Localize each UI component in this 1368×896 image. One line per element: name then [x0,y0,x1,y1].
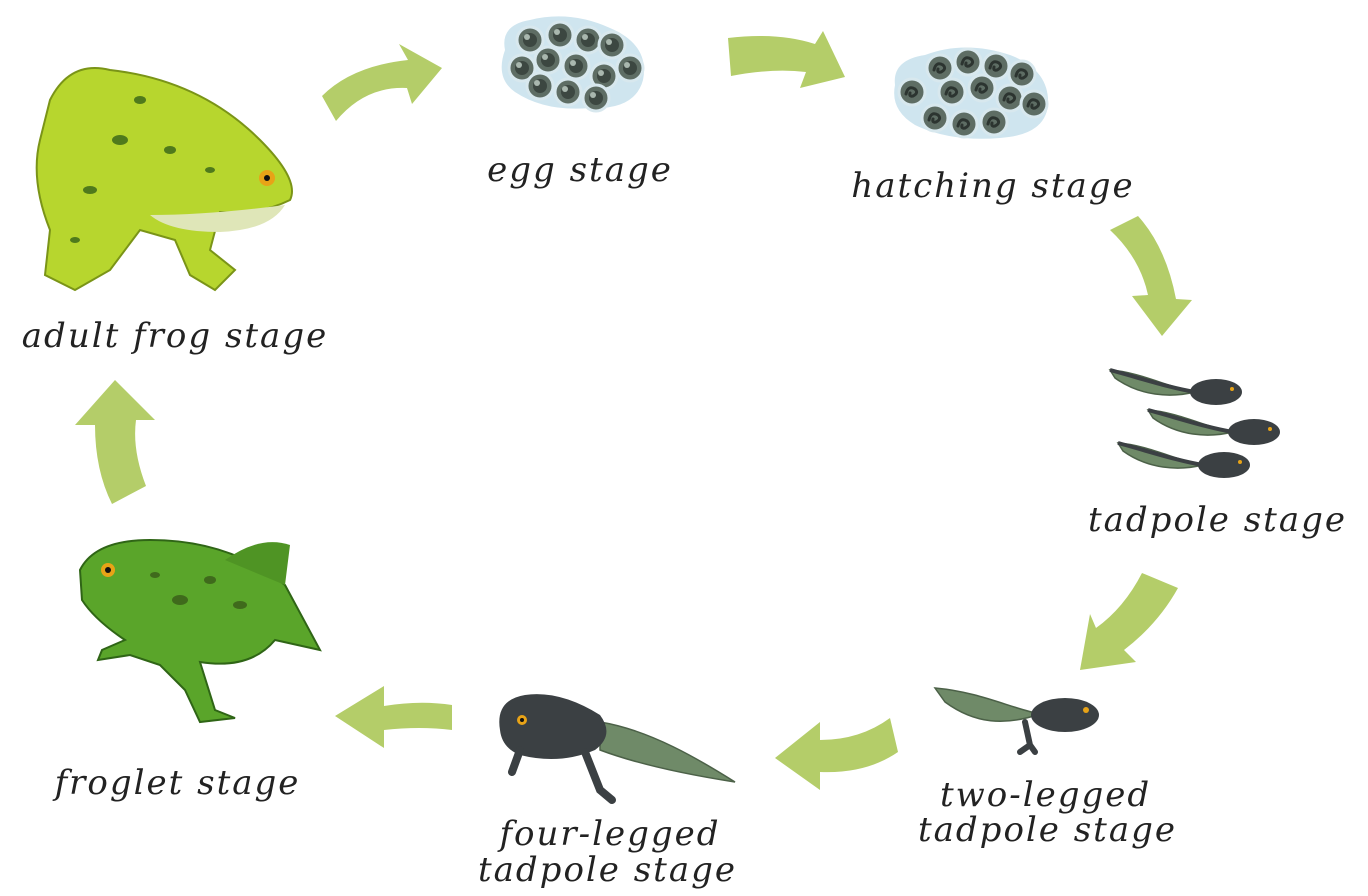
four-legged-stage-label-line1: four-legged [490,816,730,852]
cycle-arrow-adult-to-egg [322,44,442,121]
hatching-eggs-icon [894,48,1048,139]
cycle-arrow-four-legged-to-froglet [335,686,452,748]
tadpoles-icon [1110,370,1280,478]
cycle-arrow-two-legged-to-four-legged [775,718,898,790]
tadpole-stage-label: tadpole stage [1075,502,1360,538]
two-legged-stage-label-line1: two-legged [940,777,1150,813]
froglet-icon [80,540,320,722]
froglet-stage-label: froglet stage [45,765,310,801]
four-legged-stage-label-line2: tadpole stage [465,852,750,888]
egg-stage-label: egg stage [480,152,680,188]
adult-frog-icon [37,68,292,290]
cycle-arrow-tadpole-to-two-legged [1080,573,1178,670]
adult-frog-stage-label: adult frog stage [5,318,345,354]
cycle-arrow-hatching-to-tadpole [1110,216,1192,336]
two-legged-stage-label-line2: tadpole stage [905,812,1190,848]
cycle-arrow-froglet-to-adult [75,380,155,504]
frogspawn-icon [502,16,644,111]
four-legged-tadpole-icon [499,694,735,800]
two-legged-tadpole-icon [935,688,1099,752]
cycle-arrow-egg-to-hatching [728,31,845,88]
hatching-stage-label: hatching stage [833,168,1153,204]
